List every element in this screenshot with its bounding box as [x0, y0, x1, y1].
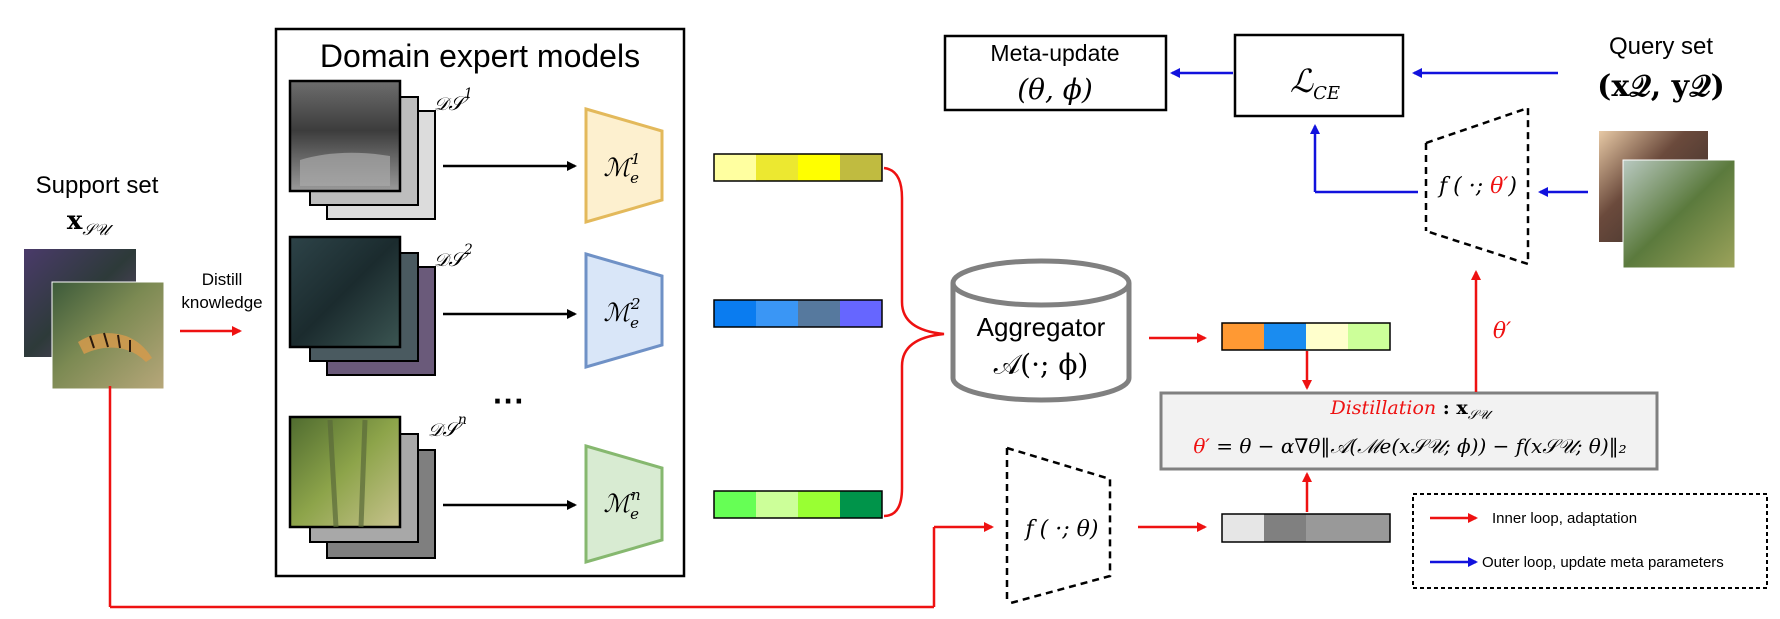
meta-update-params: (θ, ϕ): [1017, 73, 1093, 106]
support-set-symbol: x𝒮𝒰: [67, 206, 114, 239]
feature-vector-expert-1: [713, 153, 883, 182]
support-set-title: Support set: [36, 172, 159, 199]
feature-cell: [1306, 514, 1348, 542]
legend-box: [1412, 493, 1768, 589]
feature-cell: [840, 154, 882, 181]
query-image-front: [1622, 159, 1736, 269]
domain-n-label: 𝒟𝒮n: [428, 412, 467, 441]
feature-vector-outline: [713, 153, 883, 182]
domain-2-label: 𝒟𝒮2: [434, 242, 473, 271]
feature-vector-outline: [1221, 513, 1391, 543]
meta-update-box: [943, 34, 1168, 112]
feature-cell: [798, 491, 840, 518]
feature-cell: [756, 300, 798, 327]
feature-vector-expert-n: [713, 490, 883, 519]
feature-cell: [714, 154, 756, 181]
feature-cell: [1348, 323, 1390, 350]
feature-cell: [756, 154, 798, 181]
loss-label: ℒCE: [1290, 62, 1340, 104]
domain-2-images: [288, 235, 436, 376]
expert-model-1: [584, 107, 664, 224]
feature-cell: [1264, 514, 1306, 542]
domain-1-images: [288, 79, 436, 220]
aggregation-brace: [883, 166, 945, 518]
student-network-label: f( ·; θ): [1024, 517, 1099, 542]
expert-model-2-label: ℳe2: [603, 295, 640, 332]
domain-n-images: [288, 415, 436, 559]
student-network: [1006, 446, 1112, 606]
expert-model-n-label: ℳen: [603, 486, 640, 523]
distillation-update-rule: θ′ = θ − α∇θ‖𝒜(ℳe(x𝒮𝒰; ϕ)) − f(x𝒮𝒰; θ)‖₂: [1193, 434, 1626, 459]
feature-vector-expert-2: [713, 299, 883, 328]
theta-prime-label: θ′: [1493, 319, 1511, 344]
distill-label-line1: Distill: [202, 270, 243, 289]
feature-cell: [798, 154, 840, 181]
legend-inner-label: Inner loop, adaptation: [1492, 510, 1637, 527]
feature-cell: [1306, 323, 1348, 350]
query-set-title: Query set: [1609, 33, 1713, 60]
feature-vector-student: [1221, 513, 1391, 543]
aggregator-title: Aggregator: [977, 312, 1106, 342]
feature-cell: [1222, 514, 1264, 542]
feature-vector-outline: [713, 299, 883, 328]
adapted-network-label: f( ·; θ′): [1437, 174, 1517, 199]
expert-model-2: [584, 252, 664, 369]
meta-update-title: Meta-update: [990, 40, 1119, 66]
legend-outer-label: Outer loop, update meta parameters: [1482, 554, 1724, 571]
aggregator: [950, 258, 1132, 403]
query-set-images: [1599, 131, 1736, 269]
domain-experts-box: [274, 27, 686, 578]
feature-cell: [1264, 323, 1306, 350]
adapted-network: [1425, 106, 1530, 266]
feature-cell: [756, 491, 798, 518]
expert-model-n: [584, 444, 664, 564]
support-set-images: [24, 249, 165, 390]
feature-cell: [1222, 323, 1264, 350]
more-domains-ellipsis: ···: [493, 383, 525, 419]
feature-cell: [840, 491, 882, 518]
distillation-box: [1159, 391, 1659, 471]
expert-model-1-label: ℳe1: [603, 150, 640, 187]
domain-1-label: 𝒟𝒮1: [434, 86, 473, 115]
feature-vector-outline: [713, 490, 883, 519]
aggregator-formula: 𝒜(·; ϕ): [994, 348, 1089, 381]
feature-cell: [798, 300, 840, 327]
feature-cell: [714, 491, 756, 518]
domain-experts-title: Domain expert models: [320, 38, 640, 74]
distill-label-line2: knowledge: [181, 293, 262, 312]
feature-cell: [840, 300, 882, 327]
feature-vector-outline: [1221, 322, 1391, 351]
query-set-formula: (x𝒬, y𝒬): [1597, 69, 1725, 104]
feature-cell: [714, 300, 756, 327]
feature-cell: [1348, 514, 1390, 542]
feature-vector-aggregated: [1221, 322, 1391, 351]
distillation-title: Distillation : x𝒮𝒰: [1330, 397, 1494, 423]
loss-box: [1233, 33, 1405, 118]
